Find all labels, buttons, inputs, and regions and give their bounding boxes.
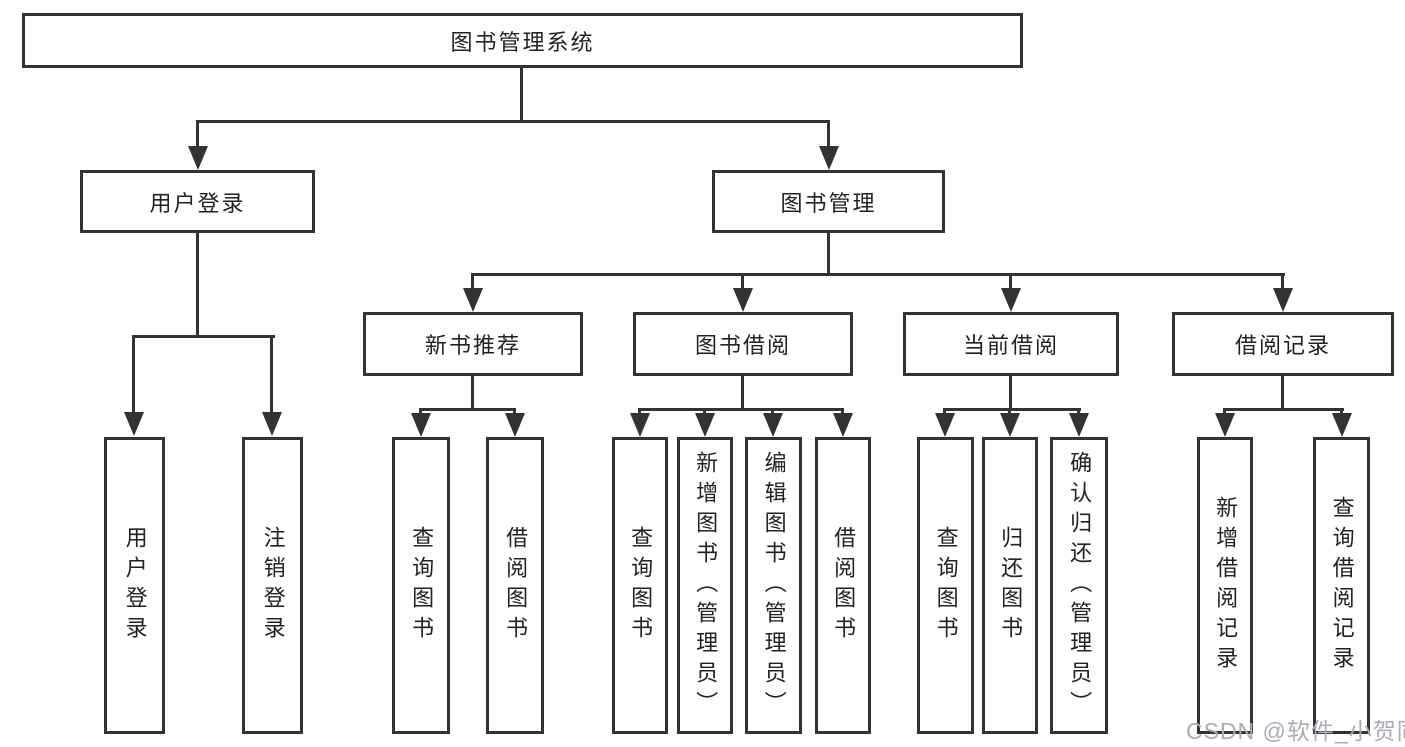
leaf-user-login: 用户登录 — [104, 437, 165, 734]
connector-line — [196, 233, 199, 338]
connector-line — [703, 408, 706, 417]
connector-line — [1223, 408, 1226, 417]
arrowhead-down-icon — [695, 413, 715, 437]
connector-line — [471, 273, 474, 290]
arrowhead-down-icon — [630, 413, 650, 437]
connector-line — [132, 335, 135, 415]
arrowhead-down-icon — [763, 413, 783, 437]
connector-line — [1281, 376, 1284, 411]
node-new-book-recommend: 新书推荐 — [363, 312, 583, 376]
connector-line — [741, 273, 744, 290]
arrowhead-down-icon — [1000, 413, 1020, 437]
leaf-borrow-books-recommend: 借阅图书 — [486, 437, 544, 734]
arrowhead-down-icon — [1215, 413, 1235, 437]
leaf-query-books-current: 查询图书 — [917, 437, 974, 734]
connector-line — [827, 120, 830, 148]
leaf-query-books-recommend: 查询图书 — [392, 437, 450, 734]
connector-line — [419, 408, 422, 417]
leaf-return-books: 归还图书 — [982, 437, 1038, 734]
connector-line — [196, 120, 830, 123]
node-current-borrow: 当前借阅 — [903, 312, 1119, 376]
arrowhead-down-icon — [188, 146, 208, 170]
connector-line — [741, 376, 744, 411]
arrowhead-down-icon — [733, 288, 753, 312]
connector-line — [520, 68, 523, 123]
arrowhead-down-icon — [935, 413, 955, 437]
connector-line — [1077, 408, 1080, 417]
node-user-login: 用户登录 — [80, 170, 315, 233]
connector-line — [841, 408, 844, 417]
connector-line — [1223, 408, 1344, 411]
leaf-confirm-return-admin: 确认归还（管理员） — [1050, 437, 1108, 734]
leaf-add-books-admin: 新增图书（管理员） — [677, 437, 733, 734]
connector-line — [1281, 273, 1284, 290]
arrowhead-down-icon — [411, 413, 431, 437]
node-book-management: 图书管理 — [712, 170, 945, 233]
connector-line — [1340, 408, 1343, 417]
arrowhead-down-icon — [1001, 288, 1021, 312]
arrowhead-down-icon — [819, 146, 839, 170]
connector-line — [943, 408, 1081, 411]
connector-line — [471, 273, 1285, 276]
connector-line — [196, 120, 199, 148]
connector-line — [471, 376, 474, 411]
connector-line — [1008, 408, 1011, 417]
connector-line — [943, 408, 946, 417]
watermark: CSDN @软件_小贺同学 — [1186, 718, 1405, 744]
node-book-borrow: 图书借阅 — [633, 312, 853, 376]
connector-line — [270, 335, 273, 415]
arrowhead-down-icon — [1332, 413, 1352, 437]
leaf-query-borrow-record: 查询借阅记录 — [1313, 437, 1370, 734]
connector-line — [1009, 376, 1012, 411]
arrowhead-down-icon — [833, 413, 853, 437]
connector-line — [638, 408, 844, 411]
leaf-add-borrow-record: 新增借阅记录 — [1197, 437, 1253, 734]
arrowhead-down-icon — [262, 412, 282, 436]
connector-line — [419, 408, 516, 411]
leaf-edit-books-admin: 编辑图书（管理员） — [745, 437, 802, 734]
connector-line — [638, 408, 641, 417]
connector-line — [513, 408, 516, 417]
leaf-borrow-books: 借阅图书 — [815, 437, 871, 734]
node-root: 图书管理系统 — [22, 13, 1023, 68]
node-borrow-records: 借阅记录 — [1172, 312, 1394, 376]
leaf-query-books-borrow: 查询图书 — [612, 437, 668, 734]
arrowhead-down-icon — [124, 412, 144, 436]
arrowhead-down-icon — [463, 288, 483, 312]
leaf-logout: 注销登录 — [242, 437, 303, 734]
connector-line — [132, 335, 275, 338]
connector-line — [771, 408, 774, 417]
arrowhead-down-icon — [505, 413, 525, 437]
arrowhead-down-icon — [1273, 288, 1293, 312]
arrowhead-down-icon — [1069, 413, 1089, 437]
connector-line — [827, 233, 830, 276]
connector-line — [1009, 273, 1012, 290]
